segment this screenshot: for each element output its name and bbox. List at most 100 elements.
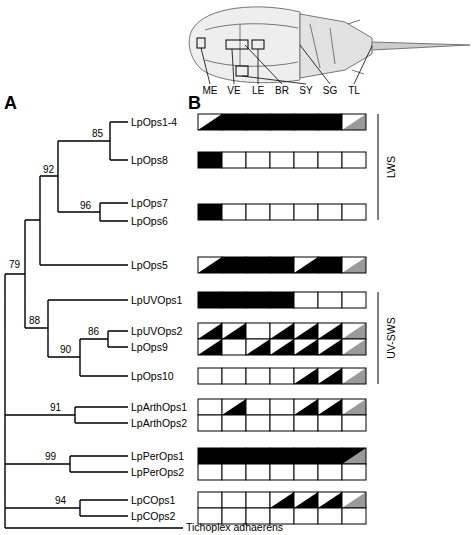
cell-border xyxy=(198,448,222,464)
cell-border xyxy=(342,464,366,480)
expression-cell xyxy=(246,292,270,308)
cell-border xyxy=(318,339,342,355)
expression-cell xyxy=(294,492,318,508)
cell-border xyxy=(318,508,342,524)
expression-cell xyxy=(342,368,366,384)
cell-border xyxy=(222,339,246,355)
cell-triangle xyxy=(294,339,318,355)
crab-prosoma xyxy=(189,7,300,83)
cell-triangle xyxy=(198,323,222,339)
bootstrap-value: 86 xyxy=(88,326,99,338)
cell-border xyxy=(294,415,318,431)
expression-cell xyxy=(246,492,270,508)
expression-cell xyxy=(270,339,294,355)
cell-triangle xyxy=(318,492,342,508)
cell-border xyxy=(198,114,222,130)
cell-triangle xyxy=(342,492,366,508)
leader-line xyxy=(354,46,372,84)
expression-cell xyxy=(342,448,366,464)
cell-triangle xyxy=(342,448,366,464)
cell-border xyxy=(294,399,318,415)
expression-cell xyxy=(294,114,318,130)
cell-border xyxy=(222,399,246,415)
cell-border xyxy=(246,415,270,431)
expression-cell xyxy=(318,114,342,130)
cell-triangle xyxy=(342,339,366,355)
expression-cell xyxy=(222,448,246,464)
crab-telson xyxy=(372,42,470,50)
expression-cell xyxy=(318,368,342,384)
bootstrap-value: 85 xyxy=(92,128,103,140)
cell-border xyxy=(294,508,318,524)
cell-border xyxy=(246,492,270,508)
cell-triangle xyxy=(294,257,318,273)
expression-cell xyxy=(270,492,294,508)
cell-border xyxy=(222,464,246,480)
cell-border xyxy=(318,415,342,431)
cell-border xyxy=(270,323,294,339)
cell-triangle xyxy=(294,492,318,508)
cell-triangle xyxy=(318,339,342,355)
cell-border xyxy=(270,292,294,308)
expression-cell xyxy=(342,257,366,273)
cell-border xyxy=(294,292,318,308)
cell-border xyxy=(198,492,222,508)
expression-cell xyxy=(294,292,318,308)
expression-cell xyxy=(318,339,342,355)
organ-markers xyxy=(197,38,264,76)
cell-border xyxy=(222,152,246,168)
bracket-line xyxy=(378,114,379,220)
bracket-line xyxy=(378,292,379,384)
expression-cell xyxy=(270,464,294,480)
horseshoe-crab-illustration xyxy=(189,7,470,83)
bootstrap-value: 90 xyxy=(60,344,71,356)
cell-triangle xyxy=(342,257,366,273)
expression-cell xyxy=(198,464,222,480)
gene-label: LpOps9 xyxy=(131,341,168,354)
cell-triangle xyxy=(318,399,342,415)
expression-cell xyxy=(342,415,366,431)
cell-border xyxy=(246,339,270,355)
cell-border xyxy=(270,415,294,431)
gene-label: LpUVOps2 xyxy=(131,325,182,338)
expression-cell xyxy=(318,323,342,339)
cell-triangle xyxy=(270,323,294,339)
cell-border xyxy=(294,257,318,273)
gene-label: LpPerOps2 xyxy=(131,466,184,479)
gene-label: LpOps10 xyxy=(131,370,174,383)
expression-cell xyxy=(270,292,294,308)
cell-border xyxy=(246,257,270,273)
expression-cell xyxy=(246,114,270,130)
expression-cell xyxy=(222,492,246,508)
cell-border xyxy=(294,152,318,168)
expression-cell xyxy=(318,448,342,464)
expression-cell xyxy=(246,204,270,220)
cell-triangle xyxy=(222,323,246,339)
group-label: UV-SWS xyxy=(385,317,398,358)
expression-cell xyxy=(222,323,246,339)
expression-cell xyxy=(342,323,366,339)
expression-cell xyxy=(342,508,366,524)
cell-border xyxy=(270,114,294,130)
gene-label: LpCOps1 xyxy=(131,494,175,507)
expression-cell xyxy=(222,204,246,220)
expression-cell xyxy=(246,323,270,339)
expression-cell xyxy=(198,114,222,130)
cell-border xyxy=(318,448,342,464)
gene-label: LpPerOps1 xyxy=(131,450,184,463)
expression-cell xyxy=(222,368,246,384)
cell-border xyxy=(342,448,366,464)
expression-cell xyxy=(222,339,246,355)
gene-label: LpArthOps1 xyxy=(131,401,187,414)
marker-box xyxy=(226,40,248,49)
marker-box xyxy=(236,66,248,76)
cell-border xyxy=(342,114,366,130)
cell-border xyxy=(342,339,366,355)
expression-cell xyxy=(246,399,270,415)
expression-cell xyxy=(222,292,246,308)
cell-border xyxy=(246,292,270,308)
cell-triangle xyxy=(222,399,246,415)
cell-triangle xyxy=(270,492,294,508)
